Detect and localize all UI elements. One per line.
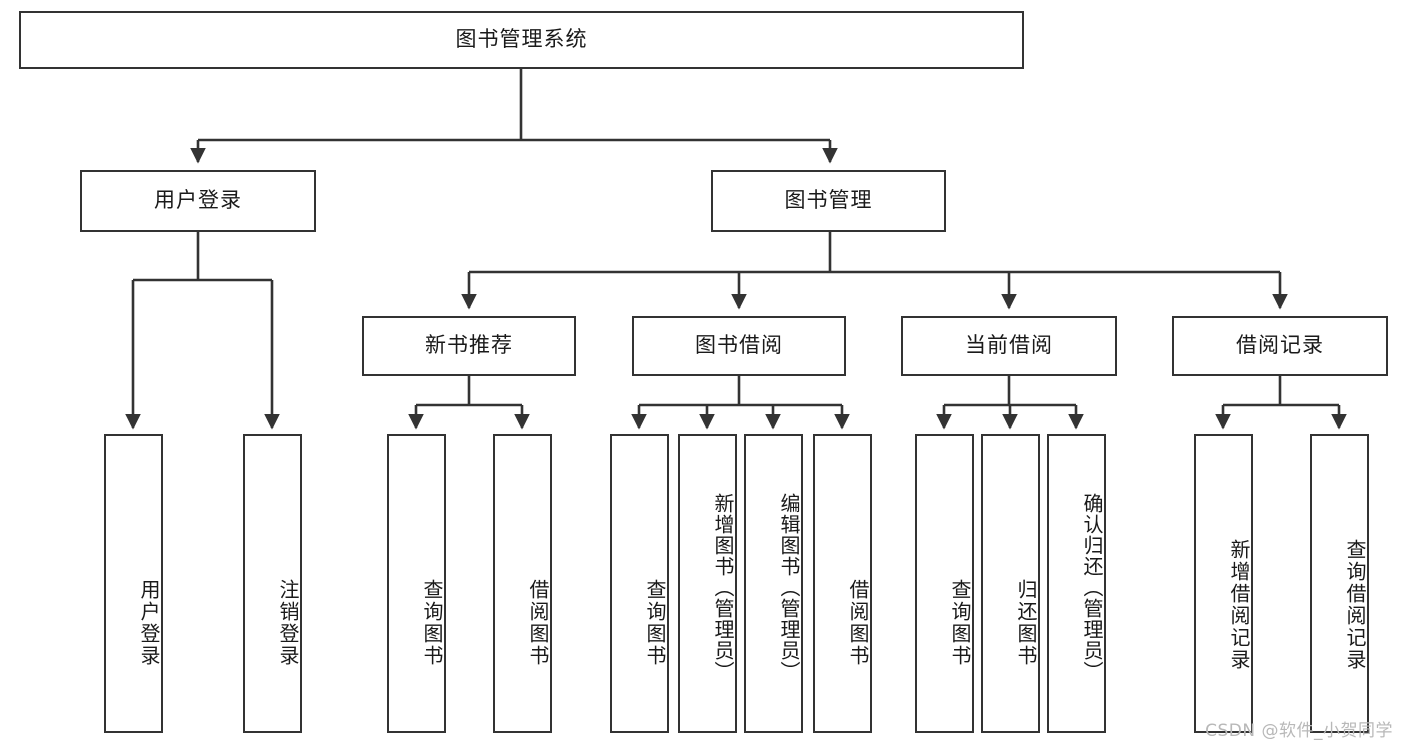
node-book-management[interactable]: 图书管理: [711, 170, 946, 232]
leaf-edit-book-label: 编辑图书（管理员）: [777, 493, 801, 682]
node-user-login-label: 用户登录: [154, 188, 242, 213]
node-new-book-recommend[interactable]: 新书推荐: [362, 316, 576, 376]
leaf-confirm-return-label: 确认归还（管理员）: [1080, 493, 1104, 682]
leaf-query-book-1[interactable]: 查询图书: [387, 434, 446, 733]
leaf-query-record-label: 查询借阅记录: [1343, 538, 1367, 671]
node-book-management-label: 图书管理: [784, 188, 873, 213]
leaf-confirm-return[interactable]: 确认归还（管理员）: [1047, 434, 1106, 733]
leaf-logout-login[interactable]: 注销登录: [243, 434, 302, 733]
node-new-book-recommend-label: 新书推荐: [425, 333, 513, 358]
node-borrow-record[interactable]: 借阅记录: [1172, 316, 1388, 376]
node-borrow-record-label: 借阅记录: [1236, 333, 1324, 358]
leaf-borrow-book-1[interactable]: 借阅图书: [493, 434, 552, 733]
leaf-borrow-book-2[interactable]: 借阅图书: [813, 434, 872, 733]
leaf-edit-book[interactable]: 编辑图书（管理员）: [744, 434, 803, 733]
leaf-user-login[interactable]: 用户登录: [104, 434, 163, 733]
leaf-return-book[interactable]: 归还图书: [981, 434, 1040, 733]
csdn-watermark: CSDN @软件_小贺同学: [1205, 721, 1393, 741]
leaf-logout-login-label: 注销登录: [276, 578, 300, 667]
leaf-query-book-3[interactable]: 查询图书: [915, 434, 974, 733]
node-root[interactable]: 图书管理系统: [19, 11, 1024, 69]
node-current-borrow-label: 当前借阅: [965, 333, 1053, 358]
leaf-add-book[interactable]: 新增图书（管理员）: [678, 434, 737, 733]
leaf-add-book-label: 新增图书（管理员）: [711, 493, 735, 682]
leaf-query-book-2-label: 查询图书: [643, 578, 667, 667]
node-book-borrow[interactable]: 图书借阅: [632, 316, 846, 376]
leaf-query-book-3-label: 查询图书: [948, 578, 972, 667]
leaf-query-book-2[interactable]: 查询图书: [610, 434, 669, 733]
node-root-label: 图书管理系统: [455, 27, 588, 52]
leaf-return-book-label: 归还图书: [1014, 578, 1038, 667]
leaf-query-record[interactable]: 查询借阅记录: [1310, 434, 1369, 733]
node-book-borrow-label: 图书借阅: [695, 333, 783, 358]
leaf-borrow-book-1-label: 借阅图书: [526, 578, 550, 667]
leaf-user-login-label: 用户登录: [137, 578, 161, 667]
leaf-query-book-1-label: 查询图书: [420, 578, 444, 667]
leaf-borrow-book-2-label: 借阅图书: [846, 578, 870, 667]
leaf-add-record-label: 新增借阅记录: [1227, 538, 1251, 671]
node-user-login[interactable]: 用户登录: [80, 170, 316, 232]
leaf-add-record[interactable]: 新增借阅记录: [1194, 434, 1253, 733]
node-current-borrow[interactable]: 当前借阅: [901, 316, 1117, 376]
